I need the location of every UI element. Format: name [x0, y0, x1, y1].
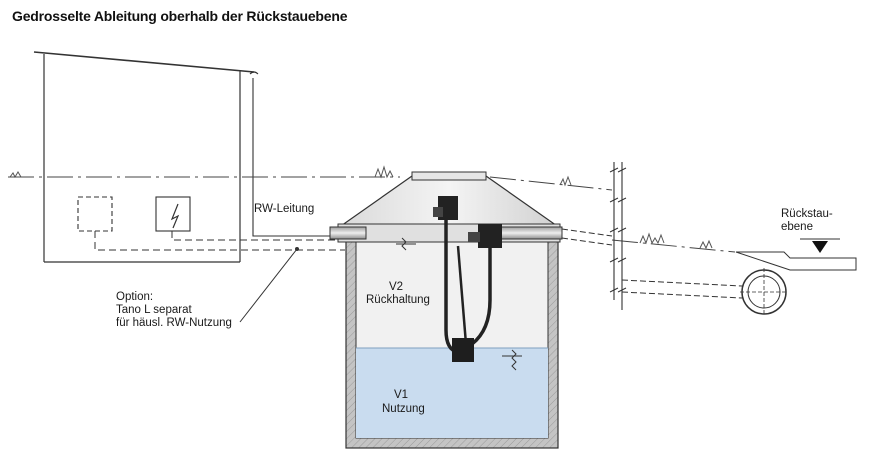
diagram-title: Gedrosselte Ableitung oberhalb der Rücks… [12, 8, 348, 24]
option-line [94, 231, 345, 251]
sewer-pipe [740, 268, 788, 316]
house [33, 51, 345, 263]
throttle-unit [478, 224, 502, 248]
inlet-pipe [329, 226, 367, 240]
label-v1: V1 [394, 389, 408, 401]
option-leader [239, 248, 298, 323]
consumer-box [77, 196, 113, 232]
float-switch-upper [396, 237, 416, 251]
level-marker-icon [812, 241, 828, 253]
lightning-icon [170, 203, 180, 229]
house-roof [33, 51, 255, 73]
label-v2-name: Rückhaltung [366, 294, 430, 306]
label-rueckstau-2: ebene [781, 221, 813, 233]
downpipe [249, 71, 330, 237]
tank [329, 171, 563, 449]
control-box [155, 196, 191, 232]
water-v1 [356, 348, 548, 438]
outlet-pipe [561, 228, 743, 299]
property-boundary [609, 162, 627, 310]
power-line [171, 231, 335, 241]
submersible-pump [452, 338, 474, 362]
label-option-3: für häusl. RW-Nutzung [116, 317, 232, 329]
label-v2: V2 [389, 281, 403, 293]
label-rueckstau-1: Rückstau- [781, 208, 833, 220]
tank-opening [411, 171, 487, 181]
backwater-level [735, 238, 857, 271]
ground-line [8, 165, 736, 253]
label-rw-leitung: RW-Leitung [254, 203, 314, 215]
label-option-2: Tano L separat [116, 304, 192, 316]
label-v1-name: Nutzung [382, 403, 425, 415]
float-switch-lower [502, 349, 522, 371]
label-option-1: Option: [116, 291, 153, 303]
